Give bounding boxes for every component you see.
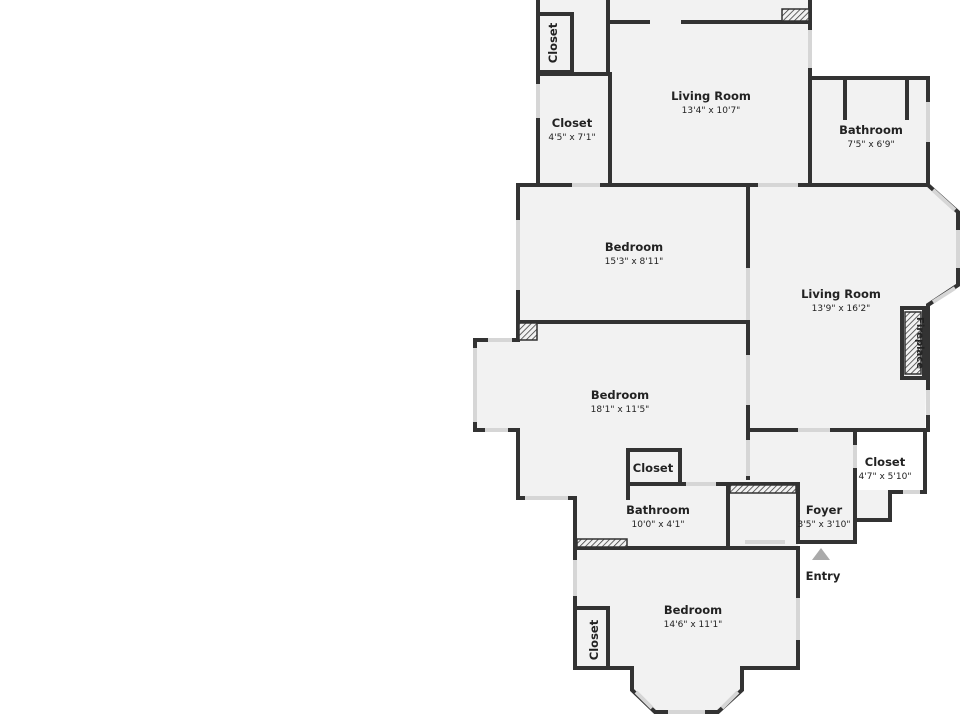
built-ins (518, 8, 922, 548)
bathroom-mid-dim: 10'0" x 4'1" (632, 520, 685, 530)
fireplace-label: Fireplace (914, 317, 925, 369)
closet-right-dim: 4'7" x 5'10" (859, 472, 912, 482)
entry-label: Entry (806, 569, 841, 583)
living-room-top-dim: 13'4" x 10'7" (682, 106, 741, 116)
living-room-right-label: Living Room (801, 287, 881, 301)
bedroom-large-dim: 18'1" x 11'5" (591, 405, 650, 415)
room-labels: Living Room 13'4" x 10'7" Closet Closet … (546, 22, 925, 660)
closet-top-dim: 4'5" x 7'1" (548, 133, 595, 143)
closet-inner-label: Closet (633, 461, 674, 475)
bedroom-mid-dim: 15'3" x 8'11" (605, 257, 664, 267)
living-room-right-dim: 13'9" x 16'2" (812, 304, 871, 314)
bedroom-bottom-dim: 14'6" x 11'1" (664, 620, 723, 630)
foyer-label: Foyer (806, 503, 843, 517)
foyer-dim: 3'5" x 3'10" (798, 520, 851, 530)
bedroom-bottom-label: Bedroom (664, 603, 722, 617)
bathroom-mid-label: Bathroom (626, 503, 690, 517)
closet-bottom-label: Closet (587, 619, 601, 660)
closet-top-small-label: Closet (546, 22, 560, 63)
entry-arrow-icon (812, 548, 830, 560)
windows (473, 30, 960, 714)
bedroom-large-label: Bedroom (591, 388, 649, 402)
closet-right-label: Closet (865, 455, 906, 469)
bathroom-top-label: Bathroom (839, 123, 903, 137)
bathroom-top-dim: 7'5" x 6'9" (847, 140, 894, 150)
closet-top-label: Closet (552, 116, 593, 130)
bedroom-mid-label: Bedroom (605, 240, 663, 254)
living-room-top-label: Living Room (671, 89, 751, 103)
